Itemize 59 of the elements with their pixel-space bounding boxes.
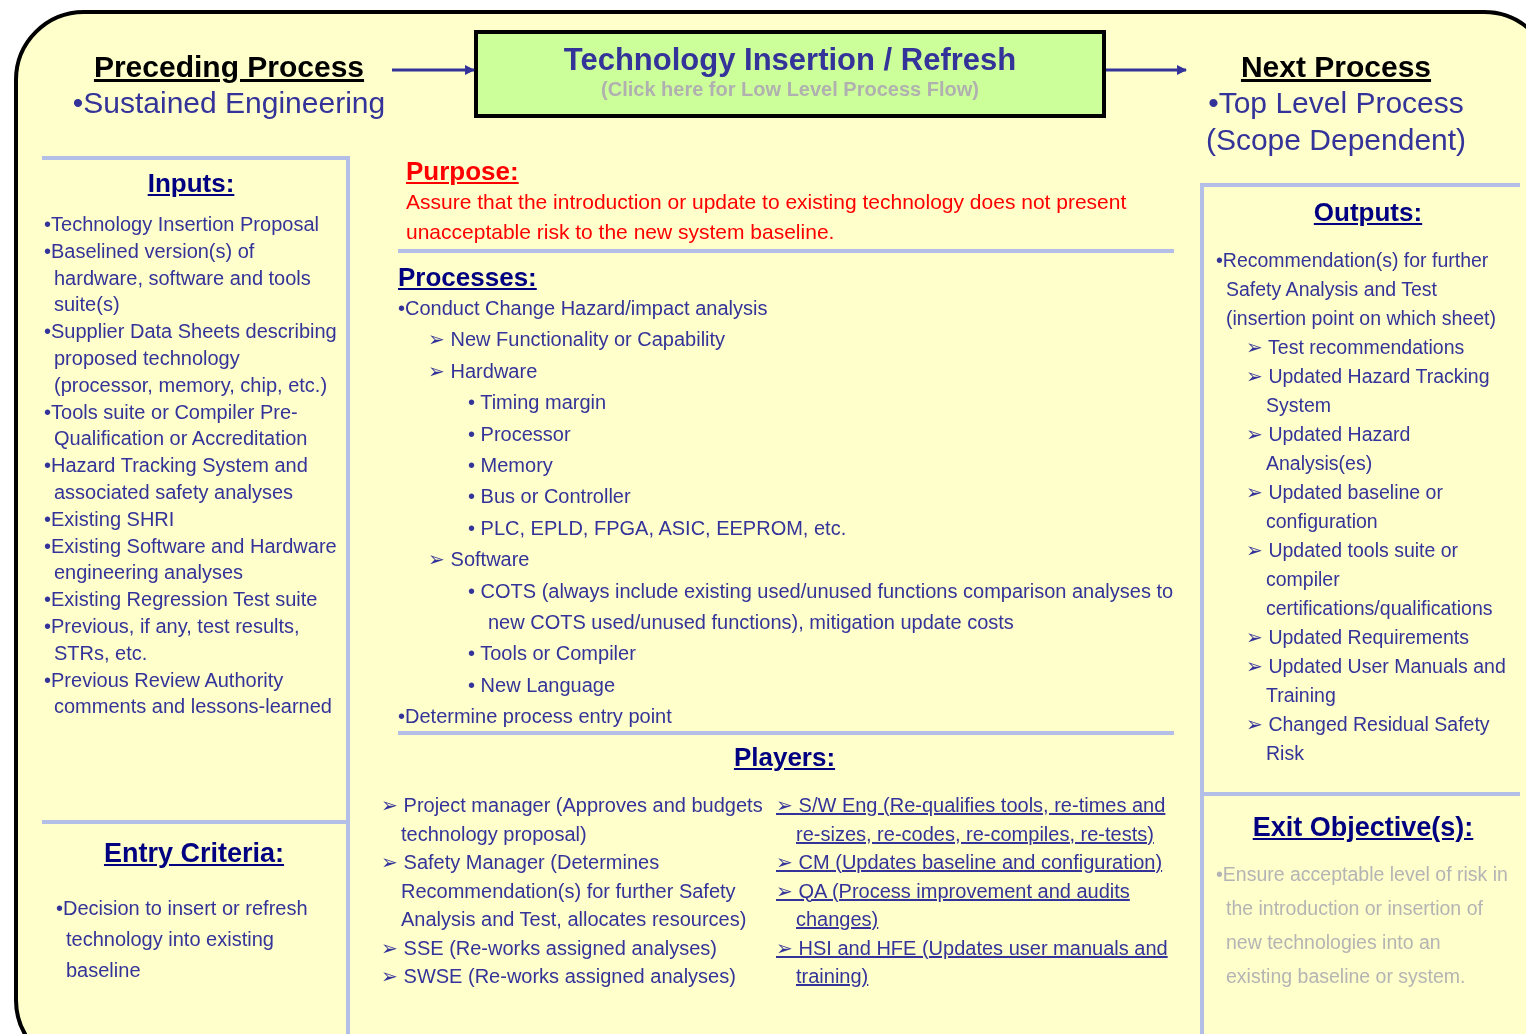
- list-item: • COTS (always include existing used/unused functions comparison analyses to new COTS used/unused functions), mitigation update costs: [467, 578, 1174, 636]
- process-title: Technology Insertion / Refresh: [563, 42, 1017, 78]
- list-item: • Processor: [467, 421, 572, 447]
- process-box: [474, 30, 1106, 118]
- list-item: •Hazard Tracking System and associated safety analyses: [44, 453, 309, 505]
- list-item: ➢ SWSE (Re-works assigned analyses): [380, 964, 737, 989]
- list-item: ➢ HSI and HFE (Updates user manuals and training): [775, 935, 1169, 989]
- list-item: •Existing SHRI: [44, 506, 176, 532]
- list-item: ➢ Hardware: [427, 358, 539, 384]
- list-item: •Technology Insertion Proposal: [44, 212, 320, 237]
- list-item: ➢ New Functionality or Capability: [427, 327, 727, 353]
- list-item: ➢ Software: [427, 547, 531, 573]
- purpose-text: Assure that the introduction or update to existing technology does not present unacceptable risk to the new system baseline.: [406, 189, 1128, 245]
- list-item: ➢ Test recommendations: [1245, 335, 1466, 360]
- list-item: ➢ Updated Hazard Analysis(es): [1245, 422, 1412, 476]
- list-item: •Decision to insert or refresh technology into existing baseline: [56, 896, 309, 983]
- list-item: ➢ Updated tools suite or compiler certifications/qualifications: [1245, 538, 1494, 621]
- list-item: ➢ S/W Eng (Re-qualifies tools, re-times and re-sizes, re-codes, re-compiles, re-tests): [775, 793, 1167, 847]
- section-heading: Inputs:: [147, 168, 235, 199]
- list-item: ➢ Safety Manager (Determines Recommendation(s) for further Safety Analysis and Test, allocates resources): [380, 850, 748, 932]
- list-item: ➢ SSE (Re-works assigned analyses): [380, 935, 718, 961]
- list-item: ➢ Updated Requirements: [1245, 625, 1470, 650]
- list-item: ➢ Changed Residual Safety Risk: [1245, 712, 1491, 766]
- list-item: ➢ QA (Process improvement and audits changes): [775, 878, 1131, 932]
- process-name: •Top Level Process (Scope Dependent): [1204, 85, 1468, 158]
- link-text: (Click here for Low Level Process Flow): [601, 78, 979, 101]
- list-item: •Existing Software and Hardware engineering analyses: [44, 533, 338, 586]
- list-item: • Tools or Compiler: [467, 641, 637, 667]
- list-item: •Previous, if any, test results, STRs, etc.: [44, 613, 301, 666]
- process-heading: Preceding Process: [93, 50, 365, 84]
- process-heading: Next Process: [1240, 50, 1432, 84]
- arrow: [392, 65, 475, 75]
- list-item: ➢ Project manager (Approves and budgets technology proposal): [380, 793, 764, 847]
- list-item: •Tools suite or Compiler Pre-Qualification or Accreditation: [44, 399, 309, 452]
- list-item: • Memory: [467, 453, 554, 479]
- section-heading: Exit Objective(s):: [1252, 812, 1474, 843]
- section-heading: Purpose:: [406, 156, 519, 187]
- list-item: •Ensure acceptable level of risk in the introduction or insertion of new technologies into an existing baseline or system.: [1216, 862, 1509, 989]
- section-heading: Outputs:: [1313, 197, 1423, 228]
- list-item: ➢ Updated User Manuals and Training: [1245, 654, 1507, 708]
- list-item: • Timing margin: [467, 390, 608, 416]
- list-item: •Conduct Change Hazard/impact analysis: [398, 296, 769, 321]
- list-item: ➢ Updated baseline or configuration: [1245, 480, 1444, 534]
- list-item: •Recommendation(s) for further Safety Analysis and Test (insertion point on which sheet): [1216, 248, 1497, 331]
- process-name: •Sustained Engineering: [71, 85, 387, 121]
- list-item: ➢ Updated Hazard Tracking System: [1245, 364, 1491, 418]
- section-heading: Entry Criteria:: [103, 838, 285, 869]
- list-item: • Bus or Controller: [467, 484, 632, 510]
- list-item: •Baselined version(s) of hardware, software and tools suite(s): [44, 238, 312, 318]
- list-item: • PLC, EPLD, FPGA, ASIC, EEPROM, etc.: [467, 515, 848, 541]
- list-item: ➢ CM (Updates baseline and configuration): [775, 850, 1164, 875]
- list-item: •Supplier Data Sheets describing proposed technology (processor, memory, chip, etc.): [44, 319, 338, 398]
- section-heading: Players:: [733, 742, 836, 773]
- list-item: •Existing Regression Test suite: [44, 587, 319, 613]
- list-item: • New Language: [467, 672, 617, 698]
- list-item: •Determine process entry point: [398, 704, 673, 730]
- list-item: •Previous Review Authority comments and lessons-learned: [44, 667, 333, 720]
- section-heading: Processes:: [398, 262, 537, 293]
- arrow: [1106, 65, 1187, 75]
